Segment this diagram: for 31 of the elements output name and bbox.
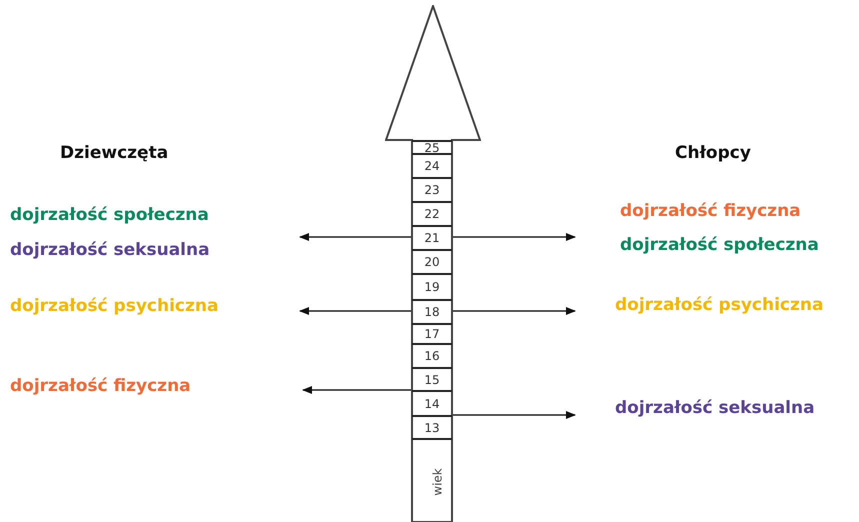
maturity-label: dojrzałość społeczna [10, 205, 209, 225]
arrow [302, 386, 412, 394]
arrow [299, 233, 412, 241]
maturity-label: dojrzałość psychiczna [615, 295, 824, 315]
column-heading: Chłopcy [675, 143, 751, 163]
arrow [299, 307, 412, 315]
column-heading: Dziewczęta [60, 143, 168, 163]
age-cell: 13 [412, 415, 452, 440]
age-cell: 25 [412, 140, 452, 153]
age-scale-arrow [385, 5, 481, 522]
maturity-label: dojrzałość społeczna [620, 235, 819, 255]
maturity-label: dojrzałość fizyczna [10, 376, 191, 396]
age-cell: 23 [412, 177, 452, 201]
axis-label: wiek [430, 468, 445, 496]
maturity-label: dojrzałość seksualna [615, 398, 815, 418]
arrow [452, 233, 576, 241]
age-cell: 17 [412, 323, 452, 343]
age-cell: 22 [412, 201, 452, 225]
age-cell: 20 [412, 249, 452, 273]
arrow [452, 411, 576, 419]
age-cell: 14 [412, 390, 452, 415]
age-cell: 18 [412, 299, 452, 323]
maturity-label: dojrzałość fizyczna [620, 201, 801, 221]
age-cell: 15 [412, 367, 452, 390]
age-cell: 16 [412, 343, 452, 367]
age-cell: 24 [412, 153, 452, 177]
age-cell: 21 [412, 225, 452, 249]
maturity-label: dojrzałość psychiczna [10, 296, 218, 316]
age-cell: 19 [412, 273, 452, 299]
arrow [452, 307, 576, 315]
maturity-label: dojrzałość seksualna [10, 240, 210, 260]
